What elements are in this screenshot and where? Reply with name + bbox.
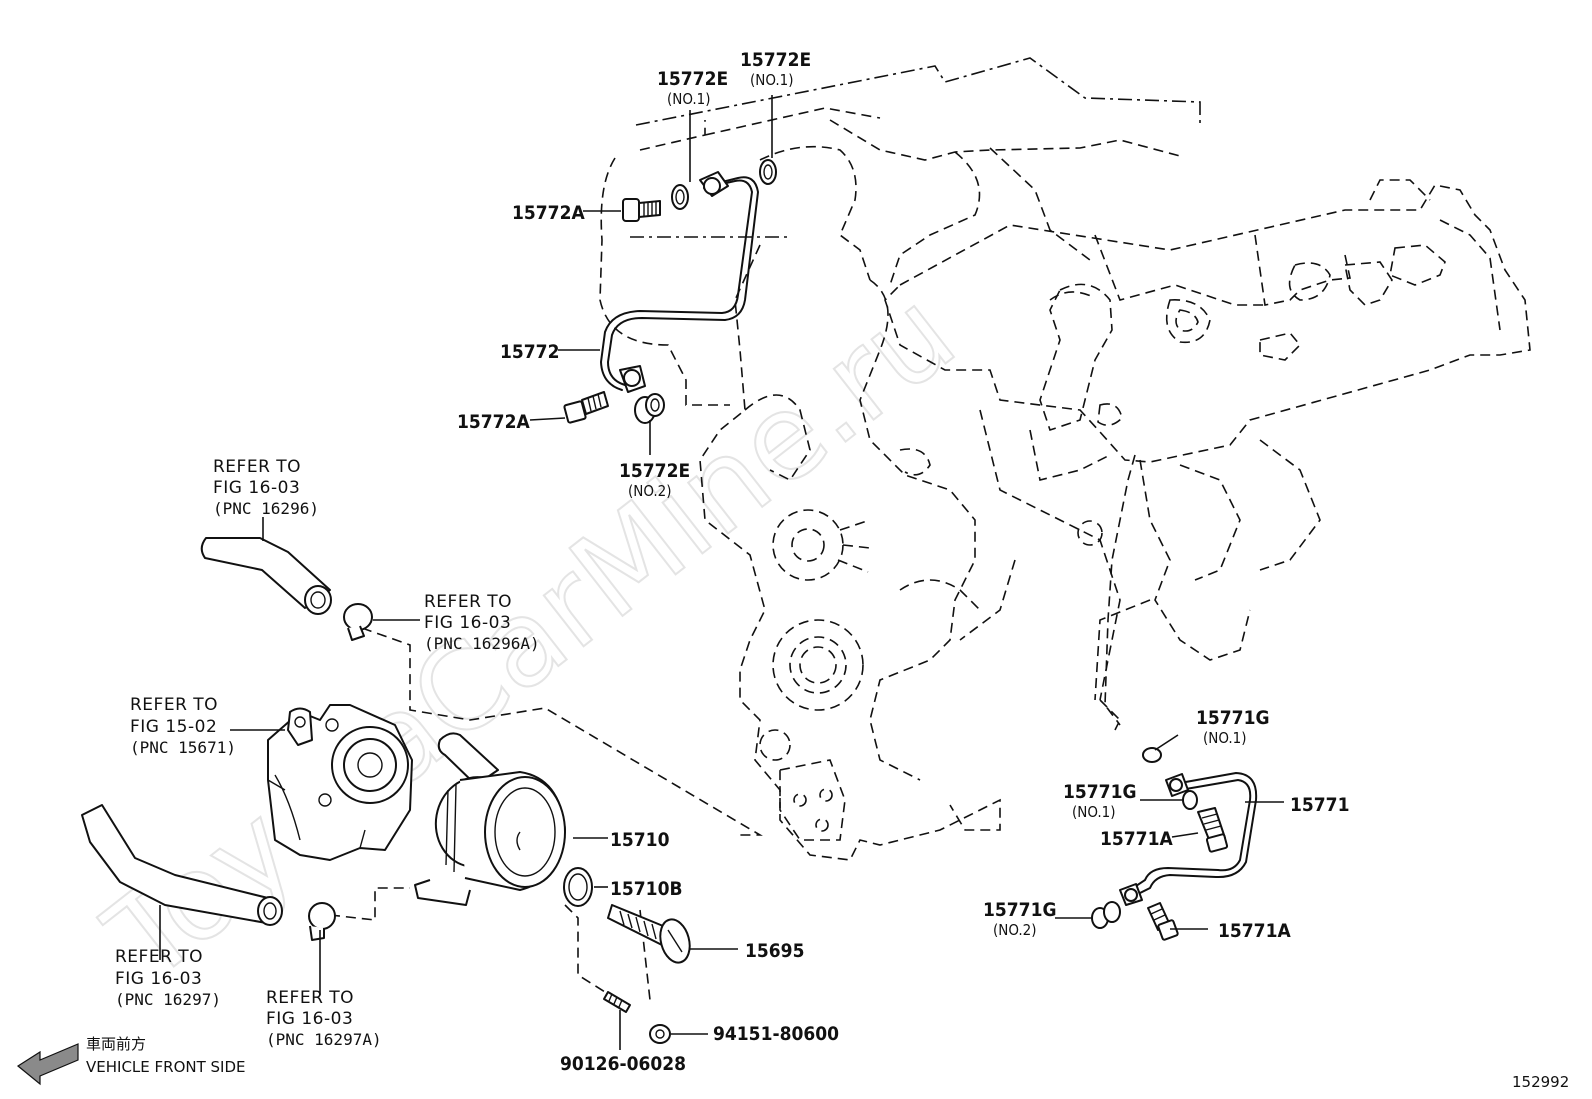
label-sub: (NO.1) xyxy=(750,71,794,89)
hose-lower xyxy=(81,804,283,926)
ref-line-3: (PNC 16297) xyxy=(115,990,221,1009)
front-label-jp: 車両前方 xyxy=(86,1035,146,1053)
label-15771G-b: 15771G (NO.1) xyxy=(1063,781,1137,821)
oil-cooler-bracket xyxy=(267,704,413,861)
label-15771A-a: 15771A xyxy=(1100,828,1173,850)
label-15710: 15710 xyxy=(610,829,670,851)
ref-line-2: FIG 16-03 xyxy=(266,1009,353,1029)
nut-94151-80600 xyxy=(649,1024,671,1044)
ref-pnc-16296: REFER TO FIG 16-03 (PNC 16296) xyxy=(213,457,319,518)
label-15771A-b: 15771A xyxy=(1218,920,1291,942)
diagram-number: 152992 xyxy=(1512,1073,1569,1091)
oring-15710B xyxy=(563,867,593,907)
gasket-15771G-c xyxy=(1091,901,1121,929)
union-bolt-15772A-top xyxy=(622,198,661,222)
ref-line-1: REFER TO xyxy=(424,592,512,612)
ref-line-3: (PNC 15671) xyxy=(130,738,236,757)
union-bolt-15771A-b xyxy=(1147,902,1179,941)
label-15772E-top-a: 15772E (NO.1) xyxy=(657,68,728,108)
label-code: 15772E xyxy=(740,49,811,71)
label-sub: (NO.2) xyxy=(993,921,1037,939)
oil-cooler-15710 xyxy=(414,732,566,906)
front-arrow-icon xyxy=(16,1043,79,1086)
label-15772A-bottom: 15772A xyxy=(457,411,530,433)
label-94151-80600: 94151-80600 xyxy=(713,1023,839,1045)
label-sub: (NO.1) xyxy=(1072,803,1116,821)
ref-pnc-16297: REFER TO FIG 16-03 (PNC 16297) xyxy=(115,947,221,1009)
gasket-15772E-bottom xyxy=(634,393,665,424)
ref-pnc-16297A: REFER TO FIG 16-03 (PNC 16297A) xyxy=(266,988,382,1049)
label-sub: (NO.2) xyxy=(628,482,672,500)
ref-pnc-15671: REFER TO FIG 15-02 (PNC 15671) xyxy=(130,695,236,757)
label-code: 15772E xyxy=(619,460,690,482)
label-15772E-bottom: 15772E (NO.2) xyxy=(619,460,690,500)
connection-dashes xyxy=(329,454,1136,1001)
gasket-15772E-b xyxy=(759,159,777,185)
leader-lines xyxy=(159,95,1284,1050)
union-bolt-15772A-bottom xyxy=(563,391,609,424)
gasket-15771G-b xyxy=(1182,790,1198,810)
ref-line-3: (PNC 16296) xyxy=(213,499,319,518)
clamp-upper xyxy=(343,603,373,641)
union-bolt-15771A-a xyxy=(1197,807,1229,853)
ref-line-1: REFER TO xyxy=(266,988,354,1008)
hose-upper xyxy=(200,537,332,615)
label-sub: (NO.1) xyxy=(1203,729,1247,747)
label-15772E-top-b: 15772E (NO.1) xyxy=(740,49,811,89)
ref-pnc-16296A: REFER TO FIG 16-03 (PNC 16296A) xyxy=(424,592,540,653)
label-sub: (NO.1) xyxy=(667,90,711,108)
gasket-15771G-a xyxy=(1142,747,1162,763)
ref-line-3: (PNC 16296A) xyxy=(424,634,540,653)
ref-line-1: REFER TO xyxy=(130,695,218,715)
oil-pipe-15772 xyxy=(600,171,759,393)
label-15772: 15772 xyxy=(500,341,559,363)
oil-pipe-15771 xyxy=(1119,772,1258,906)
label-code: 15771G xyxy=(983,899,1057,921)
label-code: 15771G xyxy=(1063,781,1137,803)
label-15695: 15695 xyxy=(745,940,804,962)
label-code: 15772E xyxy=(657,68,728,90)
gasket-15772E-a xyxy=(671,184,689,210)
label-code: 15771G xyxy=(1196,707,1270,729)
label-15772A-top: 15772A xyxy=(512,202,585,224)
ref-line-2: FIG 16-03 xyxy=(424,613,511,633)
clamp-lower xyxy=(308,902,336,941)
ref-line-2: FIG 16-03 xyxy=(115,969,202,989)
label-15771G-c: 15771G (NO.2) xyxy=(983,899,1057,939)
label-15771: 15771 xyxy=(1290,794,1349,816)
ref-line-2: FIG 15-02 xyxy=(130,717,217,737)
label-90126-06028: 90126-06028 xyxy=(560,1053,686,1075)
ref-line-1: REFER TO xyxy=(115,947,203,967)
ref-line-2: FIG 16-03 xyxy=(213,478,300,498)
engine-block-outline xyxy=(599,57,1531,861)
label-15771G-a: 15771G (NO.1) xyxy=(1196,707,1270,747)
ref-line-3: (PNC 16297A) xyxy=(266,1030,382,1049)
stud-90126-06028 xyxy=(603,991,631,1013)
front-label-en: VEHICLE FRONT SIDE xyxy=(86,1058,246,1076)
ref-line-1: REFER TO xyxy=(213,457,301,477)
union-15695 xyxy=(607,904,691,964)
label-15710B: 15710B xyxy=(610,878,683,900)
vehicle-front-indicator: 車両前方 VEHICLE FRONT SIDE xyxy=(16,1035,246,1086)
